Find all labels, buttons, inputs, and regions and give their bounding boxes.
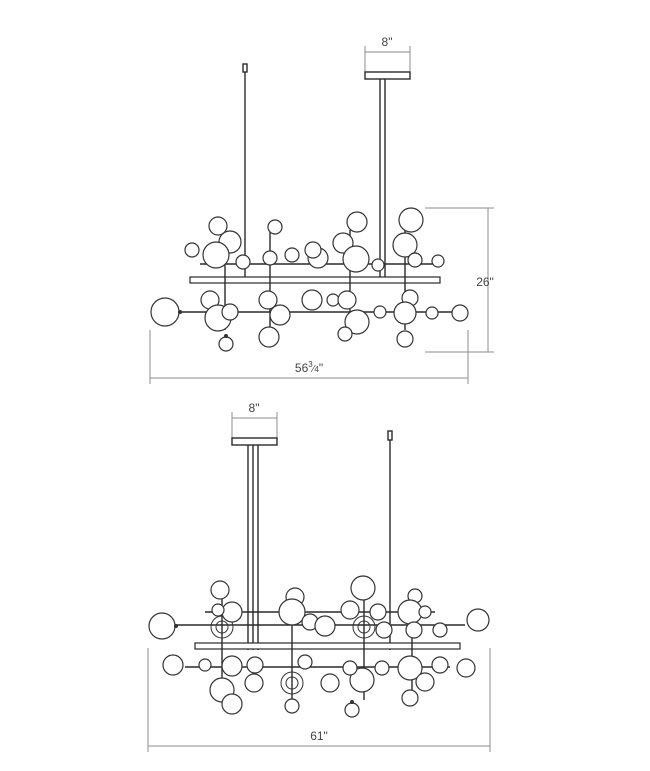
- glass-globe: [398, 207, 424, 233]
- glass-globe: [369, 603, 387, 621]
- glass-globe: [258, 290, 278, 310]
- canopy-bottom: [231, 437, 278, 446]
- glass-globe: [301, 289, 323, 311]
- glass-globe: [425, 306, 439, 320]
- glass-globe: [407, 252, 423, 268]
- hub-rings: [210, 615, 376, 695]
- glass-globe: [393, 301, 417, 325]
- glass-globe: [374, 660, 390, 676]
- glass-globe: [267, 219, 283, 235]
- glass-globe: [332, 232, 354, 254]
- glass-globe: [392, 232, 418, 258]
- glass-globe: [202, 241, 230, 269]
- glass-globe: [221, 303, 239, 321]
- glass-globe: [373, 305, 387, 319]
- glass-globe: [320, 673, 340, 693]
- glass-globe: [405, 621, 423, 639]
- glass-globe: [451, 304, 469, 322]
- glass-globe: [415, 672, 435, 692]
- main-rail: [194, 642, 461, 650]
- length-label-top: 563⁄4": [295, 360, 323, 375]
- glass-globe: [244, 673, 264, 693]
- glass-globe: [284, 247, 300, 263]
- glass-globe: [258, 326, 280, 348]
- cable-gripper: [387, 430, 393, 441]
- glass-globe: [342, 245, 370, 273]
- glass-globe: [262, 250, 278, 266]
- glass-globe: [246, 656, 264, 674]
- glass-globe: [184, 242, 200, 258]
- glass-globe: [456, 658, 476, 678]
- glass-globe: [278, 598, 306, 626]
- glass-globe: [221, 693, 243, 715]
- glass-globe: [221, 655, 243, 677]
- glass-globe: [431, 254, 445, 268]
- glass-globe: [342, 660, 358, 676]
- glass-globe: [326, 293, 340, 307]
- glass-globe: [371, 258, 385, 272]
- height-dimension: 26": [425, 207, 494, 353]
- glass-globe: [162, 654, 184, 676]
- glass-globe: [432, 622, 448, 638]
- glass-globe: [297, 654, 313, 670]
- glass-globe: [431, 656, 449, 674]
- height-label: 26": [476, 275, 494, 289]
- globe-cluster-bottom: [148, 575, 490, 718]
- glass-globe: [284, 698, 300, 714]
- glass-globe: [340, 600, 360, 620]
- canopy-width-dimension-top: 8": [364, 35, 411, 72]
- glass-globe: [337, 290, 357, 310]
- length-dimension-top: 563⁄4": [149, 330, 469, 384]
- glass-globe: [211, 603, 225, 617]
- view-bottom: 8": [147, 401, 491, 752]
- glass-globe: [221, 601, 243, 623]
- glass-globe: [344, 702, 360, 718]
- glass-globe: [349, 667, 375, 693]
- glass-globe: [148, 612, 176, 640]
- glass-globe: [344, 309, 370, 335]
- glass-globe: [375, 621, 393, 639]
- canopy-width-dimension-bottom: 8": [231, 401, 278, 438]
- glass-globe: [418, 605, 432, 619]
- canopy-top: [364, 71, 411, 80]
- globe-cluster-top: [150, 207, 469, 352]
- glass-globe: [208, 216, 228, 236]
- glass-globe: [269, 304, 291, 326]
- glass-globe: [314, 615, 336, 637]
- glass-globe: [397, 599, 423, 625]
- view-top: 8": [149, 35, 494, 384]
- glass-globe: [218, 336, 234, 352]
- main-rail: [189, 276, 441, 284]
- glass-globe: [198, 658, 212, 672]
- canopy-width-label-top: 8": [382, 35, 393, 49]
- glass-globe: [397, 655, 423, 681]
- glass-globe: [235, 254, 251, 270]
- glass-globe: [337, 326, 353, 342]
- glass-globe: [210, 580, 230, 600]
- glass-globe: [350, 575, 376, 601]
- glass-globe: [150, 297, 180, 327]
- cable-gripper: [242, 63, 248, 73]
- glass-globe: [466, 608, 490, 632]
- glass-globe: [401, 689, 419, 707]
- glass-globe: [304, 241, 322, 259]
- canopy-width-label-bottom: 8": [249, 401, 260, 415]
- length-label-bottom: 61": [310, 729, 328, 743]
- length-dimension-bottom: 61": [147, 648, 491, 752]
- glass-globe: [396, 330, 414, 348]
- glass-globe: [346, 211, 368, 233]
